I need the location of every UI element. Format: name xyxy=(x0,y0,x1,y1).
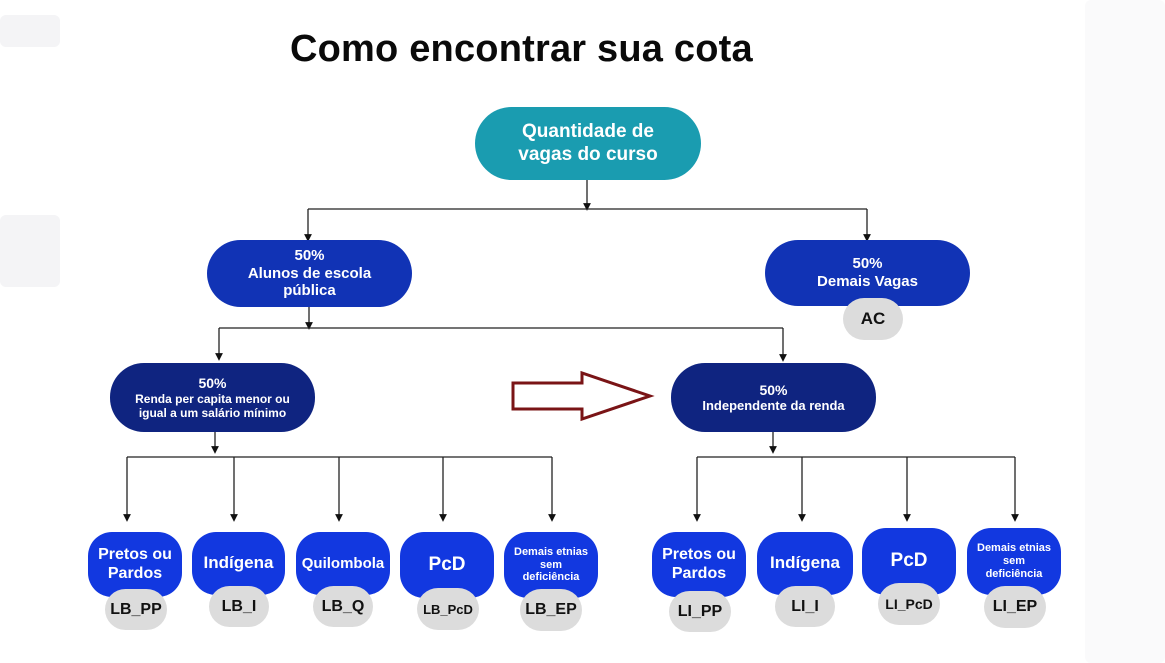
leaf-label-line3: deficiência xyxy=(985,567,1043,580)
leaf-li-pcd: PcD xyxy=(862,528,956,595)
other-vagas-node: 50% Demais Vagas xyxy=(765,240,970,306)
low-income-percent: 50% xyxy=(198,375,227,392)
leaf-label-line3: deficiência xyxy=(522,571,580,584)
public-line1: Alunos de escola xyxy=(247,264,372,282)
background-ghost-panel xyxy=(1085,0,1165,663)
leaf-lb-pcd: PcD xyxy=(400,532,494,598)
code-badge-li-pcd: LI_PcD xyxy=(878,583,940,625)
low-income-line1: Renda per capita menor ou xyxy=(135,391,290,406)
leaf-label-line2: Pardos xyxy=(671,564,727,582)
code-badge-lb-pp: LB_PP xyxy=(105,589,167,630)
any-income-percent: 50% xyxy=(759,381,788,398)
leaf-label-line2: Pardos xyxy=(107,564,163,582)
code-badge-lb-q: LB_Q xyxy=(313,586,373,627)
low-income-node: 50% Renda per capita menor ou igual a um… xyxy=(110,363,315,432)
leaf-label-line1: Demais etnias xyxy=(977,542,1051,555)
code-badge-li-i: LI_I xyxy=(775,586,835,627)
leaf-li-indigena: Indígena xyxy=(757,532,853,595)
code-badge-li-ep: LI_EP xyxy=(984,586,1046,628)
code-badge-lb-i: LB_I xyxy=(209,586,269,627)
leaf-label-line1: Pretos ou xyxy=(98,545,172,563)
code-badge-lb-ep: LB_EP xyxy=(520,589,582,631)
any-income-node: 50% Independente da renda xyxy=(671,363,876,432)
code-badge-ac: AC xyxy=(843,298,903,340)
other-percent: 50% xyxy=(852,255,883,273)
low-income-line2: igual a um salário mínimo xyxy=(138,405,287,420)
leaf-lb-quilombola: Quilombola xyxy=(296,532,390,595)
hollow-right-arrow-icon xyxy=(511,370,655,422)
root-line1: Quantidade de xyxy=(522,121,654,143)
leaf-label-line1: Indígena xyxy=(770,553,840,573)
code-badge-li-pp: LI_PP xyxy=(669,591,731,632)
leaf-label-line1: PcD xyxy=(428,553,466,575)
leaf-label-line1: Demais etnias xyxy=(514,545,588,558)
any-income-line1: Independente da renda xyxy=(702,398,845,414)
background-ghost-panel xyxy=(0,15,60,47)
leaf-label-line1: Pretos ou xyxy=(662,545,736,563)
root-line2: vagas do curso xyxy=(518,143,658,165)
leaf-lb-indigena: Indígena xyxy=(192,532,285,595)
leaf-label-line2: sem xyxy=(539,558,563,571)
leaf-lb-pretos-pardos: Pretos ou Pardos xyxy=(88,532,182,597)
leaf-label-line2: sem xyxy=(1002,555,1026,568)
other-line1: Demais Vagas xyxy=(817,273,918,290)
code-badge-lb-pcd: LB_PcD xyxy=(417,588,479,630)
leaf-label-line1: PcD xyxy=(890,550,928,572)
root-node: Quantidade de vagas do curso xyxy=(475,107,701,180)
leaf-li-demais-etnias: Demais etnias sem deficiência xyxy=(967,528,1061,595)
leaf-label-line1: Quilombola xyxy=(301,554,385,572)
leaf-label-line1: Indígena xyxy=(203,553,274,573)
page-title: Como encontrar sua cota xyxy=(290,28,753,70)
leaf-lb-demais-etnias: Demais etnias sem deficiência xyxy=(504,532,598,598)
public-school-node: 50% Alunos de escola pública xyxy=(207,240,412,307)
leaf-li-pretos-pardos: Pretos ou Pardos xyxy=(652,532,746,597)
public-percent: 50% xyxy=(294,246,325,264)
background-ghost-panel xyxy=(0,215,60,287)
public-line2: pública xyxy=(283,282,336,300)
